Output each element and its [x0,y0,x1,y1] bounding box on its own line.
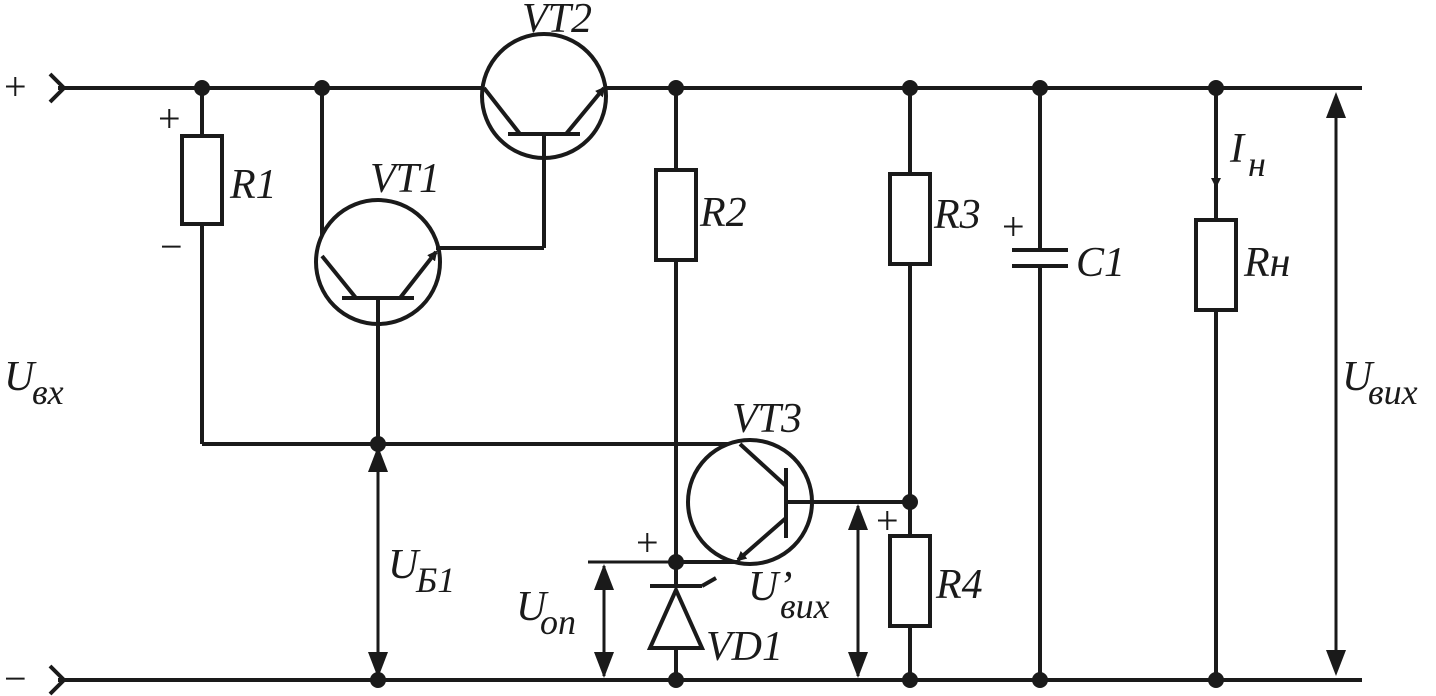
u-op-sub: оп [540,602,576,642]
u-in-label: U [4,354,37,400]
vt2-label: VT2 [522,0,592,42]
transistor-vt3 [676,438,910,566]
u-out-prime-label: U’ [748,564,792,610]
r3-label: R3 [933,192,981,238]
vd1-plus-sign: + [636,520,659,565]
i-n-sub: н [1248,144,1266,184]
c1-label: C1 [1076,240,1125,286]
u-out-arrow [1326,92,1346,676]
load-rn [1194,88,1238,680]
u-out-prime-arrow [848,504,868,678]
r3-r4-divider [888,88,932,680]
vd1-label: VD1 [706,624,783,670]
resistor-r1 [180,134,224,226]
resistor-r2 [654,168,698,262]
junction-dots [194,80,1224,688]
transistor-vt2 [480,32,608,248]
input-plus-sign: + [4,64,27,109]
vt3-label: VT3 [732,396,802,442]
r4-label: R4 [935,562,983,608]
u-b1-label: U [388,542,421,588]
u-b1-sub: Б1 [415,560,455,600]
resistor-r4 [888,534,932,628]
u-out-sub: вих [1368,372,1418,412]
r1-label: R1 [229,162,277,208]
u-in-sub: вх [32,372,64,412]
rn-label: Rн [1243,240,1291,286]
u-op-arrow [588,560,676,678]
u-b1-arrow [368,446,388,678]
r2-label: R2 [699,190,747,236]
u-out-label: U [1342,354,1375,400]
r4-plus-sign: + [876,498,899,543]
c1-plus-sign: + [1002,204,1025,249]
capacitor-c1 [1012,88,1068,680]
u-op-label: U [516,584,549,630]
vt1-label: VT1 [370,156,440,202]
r1-branch [180,88,740,446]
resistor-r3 [888,172,932,266]
resistor-rn [1194,218,1238,312]
zener-vd1 [646,562,717,680]
u-out-prime-sub: вих [780,586,830,626]
r1-plus-sign: + [158,96,181,141]
transistor-vt1 [314,88,544,444]
input-terminal-minus [48,664,67,696]
i-n-label: I [1229,126,1246,172]
r1-minus-sign: − [160,224,183,269]
r2-branch [654,88,698,562]
input-minus-sign: − [4,656,27,696]
input-terminal-plus [48,72,67,104]
